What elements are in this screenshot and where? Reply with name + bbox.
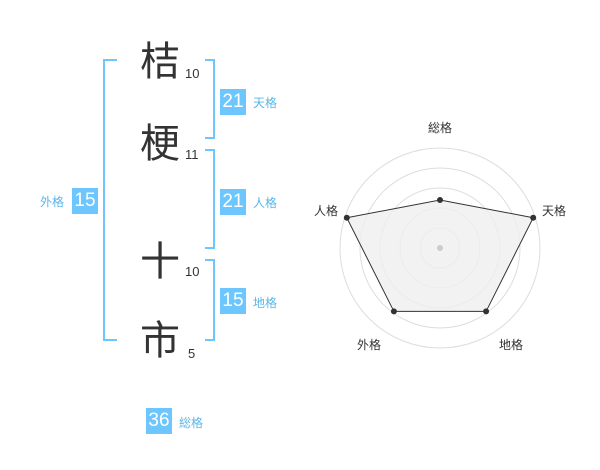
- radar-grid-circle-4: [359, 167, 521, 329]
- stroke-count-2: 11: [185, 147, 199, 162]
- radar-point-2: [530, 214, 537, 221]
- radar-point-1: [437, 196, 443, 203]
- gaikaku-label: 外格: [40, 195, 65, 209]
- soukaku-badge: 36: [146, 408, 172, 434]
- tenkaku-badge: 21: [220, 89, 246, 115]
- chikaku-badge: 15: [220, 288, 246, 314]
- radar-axis-label-2: 天格: [542, 204, 567, 218]
- tenkaku-bracket: [205, 59, 215, 139]
- jinkaku-bracket: [205, 149, 215, 249]
- gaikaku-badge: 15: [72, 188, 98, 214]
- radar-axis-label-3: 地格: [499, 338, 524, 352]
- stroke-count-3: 10: [185, 264, 200, 279]
- chikaku-label: 地格: [253, 296, 278, 310]
- tenkaku-label: 天格: [253, 96, 278, 110]
- radar-axis-label-5: 人格: [314, 204, 339, 218]
- name-char-1: 桔: [140, 39, 180, 85]
- jinkaku-badge: 21: [220, 189, 246, 215]
- radar-point-5: [343, 214, 350, 221]
- radar-grid-circle-5: [339, 147, 541, 349]
- chikaku-bracket: [205, 259, 215, 341]
- radar-axis-label-1: 総格: [428, 121, 453, 135]
- name-char-4: 市: [140, 318, 180, 364]
- jinkaku-label: 人格: [253, 196, 278, 210]
- radar-series-polygon: [346, 199, 534, 312]
- radar-point-3: [483, 308, 490, 315]
- soukaku-label: 総格: [179, 416, 204, 430]
- radar-center-dot: [437, 245, 443, 251]
- radar-axis-label-4: 外格: [357, 338, 382, 352]
- name-char-3: 十: [140, 239, 180, 285]
- name-char-2: 梗: [140, 121, 180, 167]
- gaikaku-bracket: [103, 59, 117, 341]
- radar-point-4: [390, 308, 397, 315]
- stroke-count-1: 10: [185, 66, 200, 81]
- stroke-count-4: 5: [188, 346, 196, 361]
